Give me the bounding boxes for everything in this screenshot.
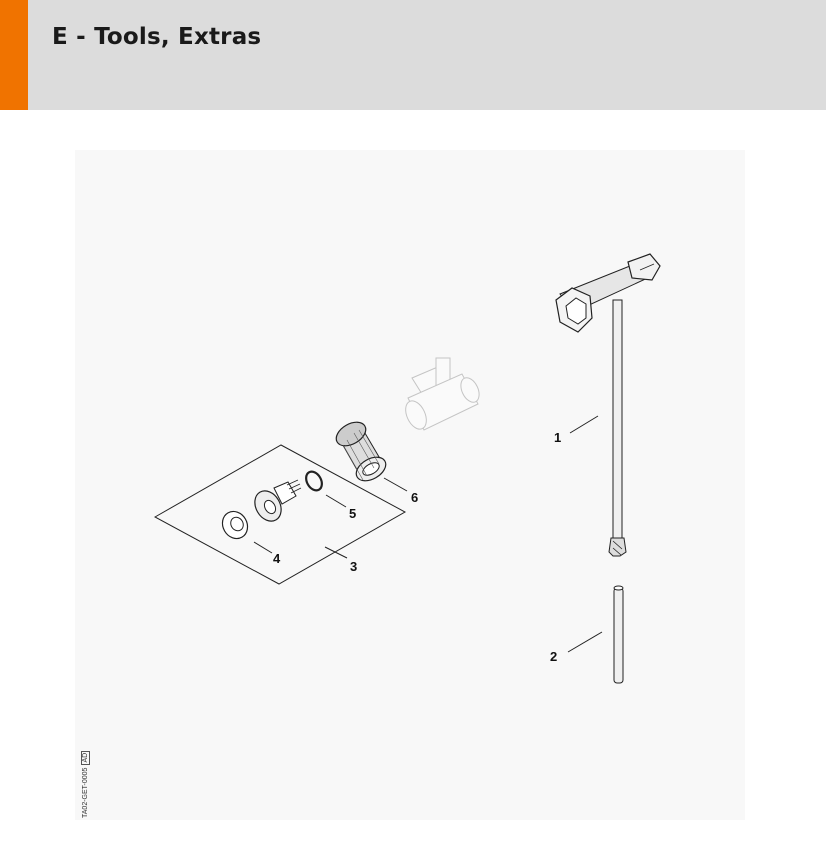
callout-1: 1 <box>554 430 561 445</box>
callout-3: 3 <box>350 559 357 574</box>
reference-code: TA02-GET-0005 AD <box>81 750 90 818</box>
callout-6: 6 <box>411 490 418 505</box>
screw-fitting <box>254 479 302 522</box>
leader-line-6 <box>383 477 408 492</box>
washer-part-4 <box>221 510 249 540</box>
combination-wrench-part-1 <box>555 253 661 557</box>
leader-line-3 <box>324 546 348 559</box>
callout-4: 4 <box>273 551 281 566</box>
pin-part-2 <box>613 585 624 684</box>
knurled-nut-part-6 <box>335 421 387 482</box>
callout-5: 5 <box>349 506 356 521</box>
kit-frame-part-3 <box>153 444 407 585</box>
leader-line-1 <box>569 415 599 434</box>
callout-2: 2 <box>550 649 557 664</box>
reference-code-text: TA02-GET-0005 <box>82 767 89 818</box>
page-header: E - Tools, Extras <box>0 0 826 110</box>
header-accent-bar <box>0 0 28 110</box>
page-title: E - Tools, Extras <box>52 24 262 50</box>
o-ring-part-5 <box>305 470 323 492</box>
leader-line-5 <box>325 494 347 508</box>
leader-line-4 <box>253 541 273 554</box>
ghost-valve <box>405 357 480 431</box>
leader-line-2 <box>567 631 603 653</box>
reference-code-box: AD <box>81 750 90 765</box>
